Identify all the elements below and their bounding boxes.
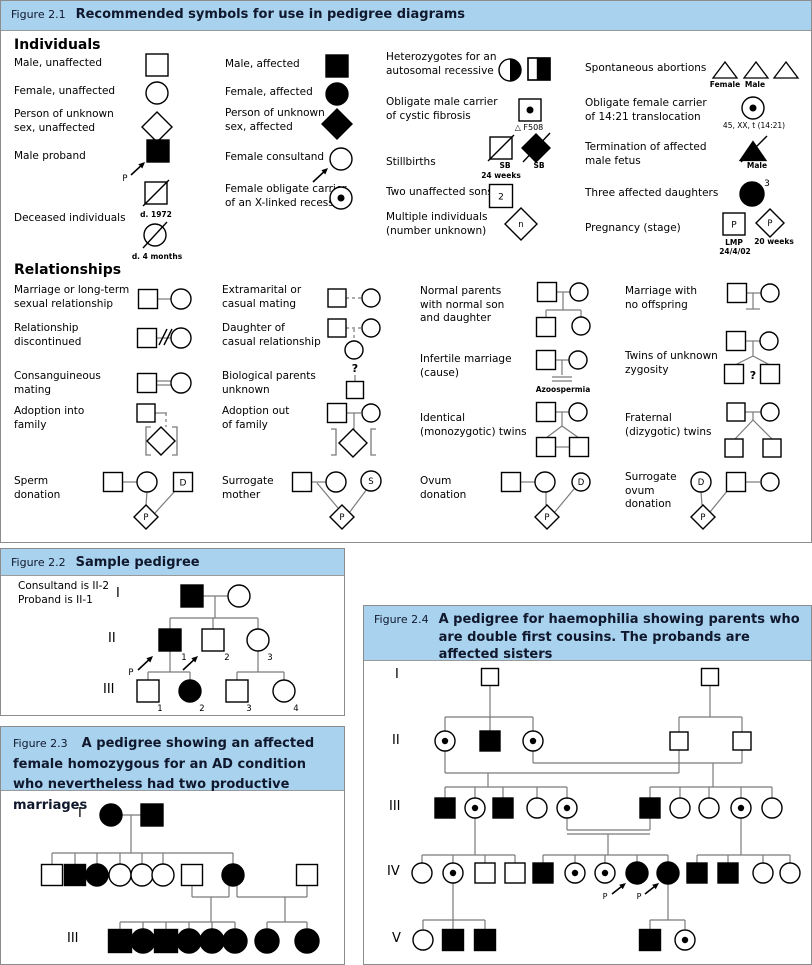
figure-2-2-panel: Figure 2.2 Sample pedigree: [0, 548, 345, 716]
figure-2-2-label: Figure 2.2: [11, 556, 66, 569]
figure-2-1-label: Figure 2.1: [11, 8, 66, 21]
figure-2-3-label: Figure 2.3: [13, 737, 68, 750]
figure-2-4-header: Figure 2.4 A pedigree for haemophilia sh…: [364, 606, 811, 663]
figure-2-1-header: Figure 2.1 Recommended symbols for use i…: [1, 1, 811, 31]
figure-2-3-title: A pedigree showing an affected female ho…: [13, 736, 315, 813]
figure-2-3-header: Figure 2.3 A pedigree showing an affecte…: [1, 727, 344, 813]
figure-2-1-panel: Figure 2.1 Recommended symbols for use i…: [0, 0, 812, 543]
figure-2-4-title: A pedigree for haemophilia showing paren…: [438, 612, 800, 663]
figure-2-3-panel: Figure 2.3 A pedigree showing an affecte…: [0, 726, 345, 965]
figure-2-1-title: Recommended symbols for use in pedigree …: [75, 7, 466, 22]
figure-2-4-panel: Figure 2.4 A pedigree for haemophilia sh…: [363, 605, 812, 965]
figure-2-2-title: Sample pedigree: [75, 555, 200, 570]
figure-2-2-header: Figure 2.2 Sample pedigree: [1, 549, 344, 576]
figure-2-4-label: Figure 2.4: [374, 613, 429, 626]
